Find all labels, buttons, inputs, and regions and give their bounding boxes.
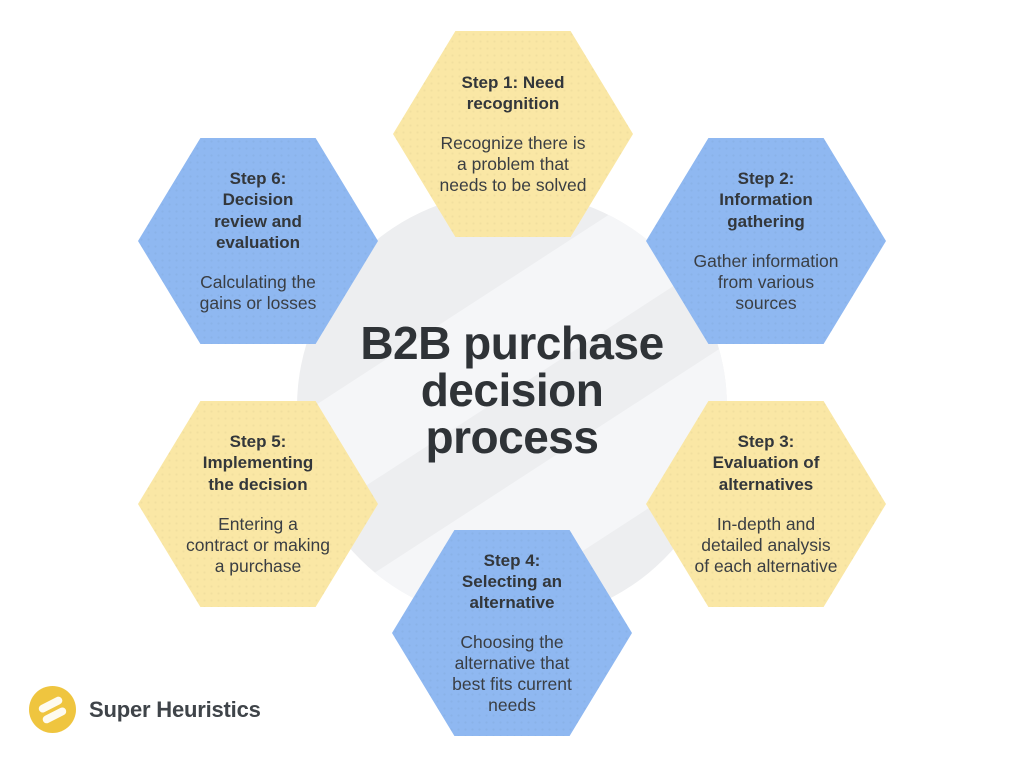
super-heuristics-logo-icon xyxy=(29,686,76,733)
step-description: Gather information from various sources xyxy=(693,250,839,313)
step-description: Choosing the alternative that best fits … xyxy=(452,632,572,716)
step-heading: Step 3: Evaluation of alternatives xyxy=(712,432,820,494)
step-heading: Step 6: Decision review and evaluation xyxy=(214,169,302,252)
step-description: Calculating the gains or losses xyxy=(199,271,317,313)
step-heading: Step 2: Information gathering xyxy=(719,169,813,231)
step-heading: Step 4: Selecting an alternative xyxy=(461,550,563,613)
hexagon-step-1: Step 1: Need recognition Recognize there… xyxy=(393,31,633,237)
step-heading: Step 1: Need recognition xyxy=(461,72,565,113)
brand-name: Super Heuristics xyxy=(89,696,261,722)
step-description: Entering a contract or making a purchase xyxy=(186,513,330,576)
brand-logo: Super Heuristics xyxy=(29,686,261,733)
page-title: B2B purchase decision process xyxy=(360,317,664,463)
step-description: Recognize there is a problem that needs … xyxy=(439,133,587,196)
step-description: In-depth and detailed analysis of each a… xyxy=(694,513,838,576)
step-heading: Step 5: Implementing the decision xyxy=(202,432,314,494)
